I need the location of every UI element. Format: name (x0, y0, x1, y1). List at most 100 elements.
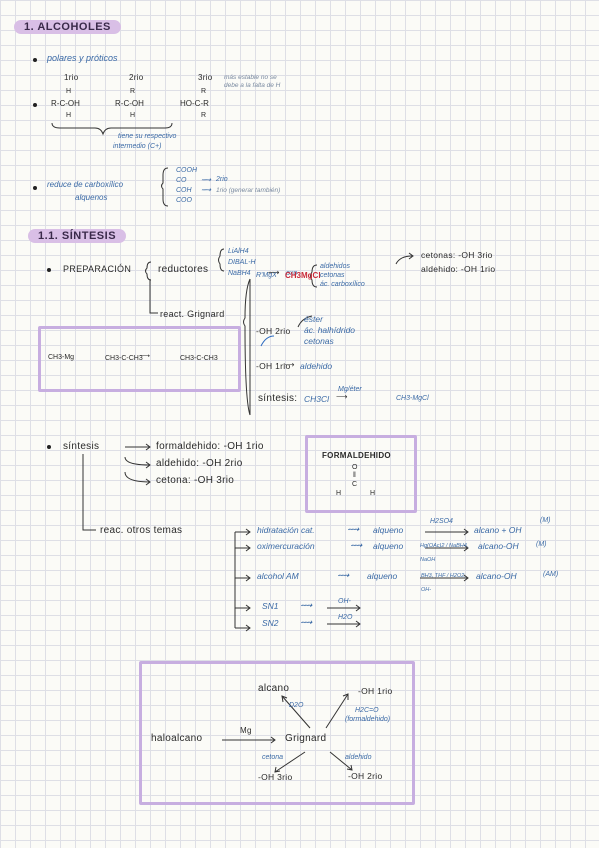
sintesis-reactant: CH3Cl (304, 394, 330, 404)
reac-row-4-name: SN1 (262, 601, 279, 611)
reac-label: reac. otros temas (100, 525, 183, 536)
sintesis2-item-2: aldehido: -OH 2rio (156, 458, 243, 469)
degree-2: 2rio (129, 73, 144, 82)
reductor-lialh4: LiAlH4 (228, 248, 249, 255)
sintesis2-label: síntesis (63, 441, 100, 452)
rmgx-red: CH3MgCl (285, 271, 321, 280)
alquenos-text: alquenos (75, 193, 108, 202)
mg-label: Mg (240, 726, 252, 735)
oh2-bottom-right: -OH 2rio (348, 771, 383, 781)
d2o: D2O (289, 702, 304, 709)
sintesis2-item-3: cetona: -OH 3rio (156, 475, 235, 486)
form-o: O (352, 464, 358, 471)
reac-row-2-reagent: Hg(OAc)2 / NaBH4, NaOH (420, 543, 469, 563)
reduce-text: reduce de carboxílico (47, 180, 124, 189)
reac-row-5-reagent: H2O (338, 614, 353, 621)
reductores-label: reductores (158, 264, 209, 275)
sintesis2-item-1: formaldehido: -OH 1rio (156, 441, 264, 452)
reduce-coo: COO (176, 197, 192, 204)
formula-2-top: R (130, 88, 136, 95)
reduce-coh: COH (176, 187, 192, 194)
heading-sintesis: 1.1. SÍNTESIS (28, 229, 127, 243)
brace-note-2: intermedio (C+) (113, 143, 162, 150)
form-h2: H (370, 490, 376, 497)
degree-3: 3rio (198, 73, 213, 82)
sintesis-product: CH3-MgCl (396, 395, 429, 402)
form-h1: H (336, 490, 342, 497)
oxo-cetonas: cetonas (320, 272, 345, 279)
reac-row-3-reagent: BH3, THF / H2O2, OH- (421, 573, 466, 593)
formula-1: R-C-OH (51, 99, 80, 108)
h2co: H2C=O (355, 707, 379, 714)
oh1-top-right: -OH 1rio (358, 686, 393, 696)
note-3rio: más estable no se debe a la falta de H (224, 74, 281, 89)
formula-1-bottom: H (66, 112, 72, 119)
reduce-result-2: 2rio (216, 176, 228, 183)
oxo-label: oxo (286, 270, 298, 277)
reac-row-3-product: alcano-OH (476, 571, 517, 581)
reac-row-3-name: alcohol AM (257, 571, 299, 581)
reductor-nabh4: NaBH4 (228, 270, 251, 277)
bullet-dot (33, 58, 37, 62)
oh3-bottom-left: -OH 3rio (258, 772, 293, 782)
formula-3: HO-C-R (180, 99, 209, 108)
grignard-center: Grignard (285, 733, 327, 744)
formula-1-top: H (66, 88, 72, 95)
oh2: -OH 2rio (256, 326, 291, 336)
oh2-ester: éster (304, 314, 323, 324)
grignard-label: react. Grignard (160, 309, 225, 319)
reac-row-1-product: alcano + OH (474, 525, 522, 535)
reduce-result-1: 1rio (generar también) (216, 187, 281, 194)
formaldehido-box (305, 435, 417, 513)
oh2-cetonas: cetonas (304, 336, 334, 346)
aldehido-reagent: aldehido (345, 754, 372, 761)
bullet-dot (33, 186, 37, 190)
oxo-aldehidos: aldehidos (320, 263, 350, 270)
reac-row-1-name: hidratación cat. (257, 525, 315, 535)
oh1-result: aldehido (300, 361, 333, 371)
heading-alcoholes: 1. ALCOHOLES (14, 20, 121, 34)
aldehido-result: aldehido: -OH 1rio (421, 264, 496, 274)
reac-row-4-reagent: OH- (338, 598, 351, 605)
formaldehido-title: FORMALDEHIDO (322, 451, 391, 460)
mech-2: CH3-C-CH3 (105, 355, 143, 362)
reac-row-1-alqueno: alqueno (373, 525, 404, 535)
bullet-dot (33, 103, 37, 107)
oh2-halhidrido: ác. halhídrido (304, 325, 356, 335)
formula-2: R-C-OH (115, 99, 144, 108)
oxo-carboxilico: ác. carboxílico (320, 281, 365, 288)
degree-1: 1rio (64, 73, 79, 82)
rmgx: R'MgX (256, 272, 277, 279)
brace-note-1: tiene su respectivo (118, 133, 177, 140)
sintesis-reagent: Mg/éter (338, 386, 362, 393)
reac-row-1-reagent: H2SO4 (430, 518, 453, 525)
grignard-box (139, 661, 415, 805)
reac-row-2-tag: (M) (536, 541, 547, 548)
bullet-dot (47, 445, 51, 449)
reac-row-3-tag: (AM) (543, 571, 559, 578)
haloalcano: haloalcano (151, 733, 203, 744)
preparacion-label: PREPARACIÓN (63, 264, 132, 274)
form-c: C (352, 481, 358, 488)
formaldehido-note: (formaldehido) (345, 716, 391, 723)
reduce-cooh: COOH (176, 167, 197, 174)
reductor-dibal: DIBAL-H (228, 259, 256, 266)
polares-text: polares y próticos (47, 53, 118, 63)
formula-3-bottom: R (201, 112, 207, 119)
alcano-top: alcano (258, 683, 290, 694)
mech-1: CH3-Mg (48, 354, 75, 361)
reduce-co: CO (176, 177, 187, 184)
sintesis-label: síntesis: (258, 393, 298, 404)
reac-row-5-name: SN2 (262, 618, 279, 628)
mech-3: CH3-C-CH3 (180, 355, 218, 362)
formula-3-top: R (201, 88, 207, 95)
reac-row-3-alqueno: alqueno (367, 571, 398, 581)
reac-row-1-tag: (M) (540, 517, 551, 524)
reac-row-2-alqueno: alqueno (373, 541, 404, 551)
oh1: -OH 1rio (256, 361, 291, 371)
cetonas-result: cetonas: -OH 3rio (421, 250, 493, 260)
reac-row-2-product: alcano-OH (478, 541, 519, 551)
formula-2-bottom: H (130, 112, 136, 119)
reac-row-2-name: oximercuración (257, 541, 315, 551)
